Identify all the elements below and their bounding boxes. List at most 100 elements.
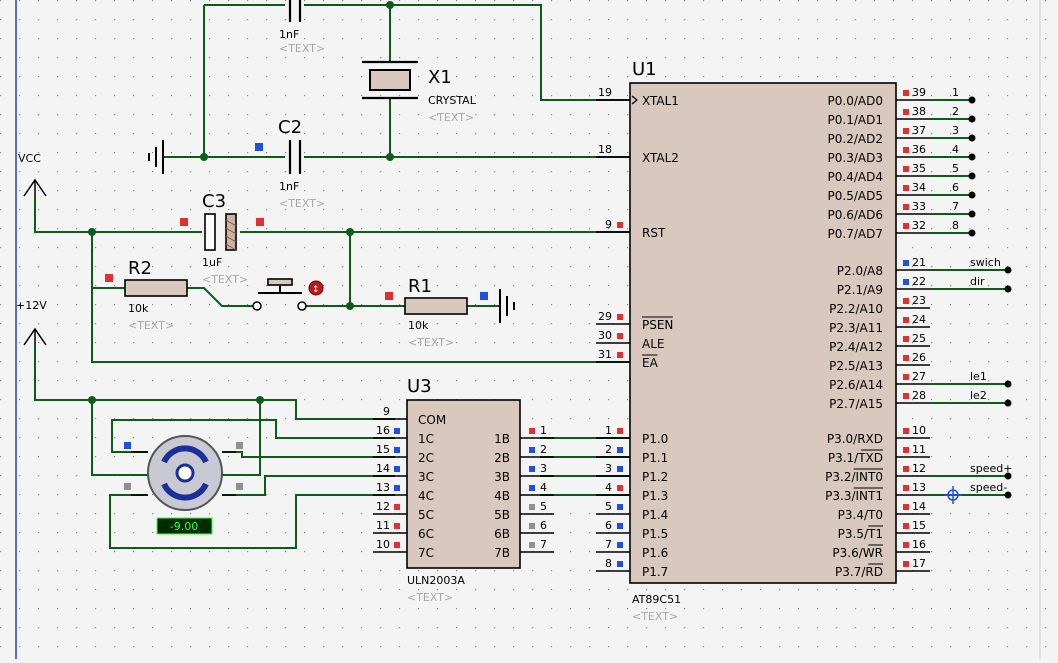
- wire-xtal1[interactable]: [304, 4, 630, 101]
- u3-pin-4[interactable]: 44B: [494, 481, 554, 503]
- net-terminal[interactable]: [1004, 266, 1012, 274]
- wire[interactable]: [111, 419, 395, 453]
- net-terminal[interactable]: [1004, 380, 1012, 388]
- net-terminal[interactable]: [968, 96, 976, 104]
- resistor-r1[interactable]: R1 10k <TEXT>: [385, 276, 488, 349]
- ic-u1[interactable]: U1 AT89C51 <TEXT> 19XTAL118XTAL29RST29PS…: [596, 59, 1012, 623]
- ground-symbol-c2[interactable]: [148, 140, 164, 174]
- wire[interactable]: [91, 400, 148, 476]
- crystal-x1[interactable]: X1 CRYSTAL <TEXT>: [362, 60, 477, 124]
- power-terminal-12v[interactable]: +12V: [16, 299, 47, 346]
- capacitor-c1[interactable]: 1nF <TEXT>: [279, 0, 325, 55]
- net-terminal[interactable]: [968, 172, 976, 180]
- wire-vcc[interactable]: [34, 196, 202, 233]
- probe-marker[interactable]: [944, 486, 962, 504]
- net-terminal[interactable]: [968, 115, 976, 123]
- u1-pin-3[interactable]: 3P1.2: [596, 462, 668, 484]
- net-terminal[interactable]: [968, 153, 976, 161]
- pin-number: 21: [912, 256, 926, 269]
- u1-pin-2[interactable]: 2P1.1: [596, 443, 668, 465]
- net-terminal[interactable]: [1004, 399, 1012, 407]
- u3-pin-7[interactable]: 77B: [494, 538, 554, 560]
- u1-pin-6[interactable]: 6P1.5: [596, 519, 668, 541]
- pin-number: 16: [376, 424, 390, 437]
- u1-pin-7[interactable]: 7P1.6: [596, 538, 668, 560]
- u1-pin-4[interactable]: 4P1.3: [596, 481, 668, 503]
- u3-pin-3[interactable]: 33B: [494, 462, 554, 484]
- wire[interactable]: [222, 400, 261, 476]
- ic-u3[interactable]: U3 ULN2003A <TEXT> 9COM161C152C143C134C1…: [373, 376, 554, 604]
- wire[interactable]: [222, 475, 395, 496]
- net-terminal[interactable]: [968, 210, 976, 218]
- u1-pin-8[interactable]: 8P1.7: [596, 557, 668, 579]
- power-terminal-vcc[interactable]: VCC: [18, 152, 47, 197]
- u1-pin-5[interactable]: 5P1.4: [596, 500, 668, 522]
- u1-pin-1[interactable]: 1P1.0: [596, 424, 668, 446]
- wire[interactable]: [109, 494, 395, 549]
- capacitor-c3[interactable]: C3 1uF <TEXT>: [180, 191, 264, 286]
- wire[interactable]: [91, 232, 125, 289]
- net-terminal[interactable]: [968, 229, 976, 237]
- resistor-r2[interactable]: R2 10k <TEXT>: [105, 258, 188, 332]
- x1-ref: X1: [428, 67, 452, 88]
- wire[interactable]: [187, 287, 257, 307]
- pin-name: P2.2/A10: [829, 302, 883, 316]
- push-button[interactable]: ↕: [252, 278, 324, 311]
- button-toggle-icon[interactable]: [308, 280, 324, 296]
- u3-pin-1[interactable]: 11B: [494, 424, 554, 446]
- u3-pin-6[interactable]: 66B: [494, 519, 554, 541]
- net-terminal[interactable]: [1004, 491, 1012, 499]
- wire-12v[interactable]: [34, 345, 260, 401]
- wire-com[interactable]: [260, 399, 395, 420]
- u3-pin-2[interactable]: 22B: [494, 443, 554, 465]
- stepper-motor[interactable]: -9.00: [124, 435, 243, 535]
- net-terminal[interactable]: [1004, 285, 1012, 293]
- net-terminal[interactable]: [1004, 472, 1012, 480]
- ground-symbol-r1[interactable]: [499, 289, 515, 323]
- net-terminal[interactable]: [968, 191, 976, 199]
- capacitor-c2[interactable]: C2 1nF <TEXT>: [255, 117, 325, 210]
- net-terminal[interactable]: [968, 134, 976, 142]
- u3-pin-5[interactable]: 55B: [494, 500, 554, 522]
